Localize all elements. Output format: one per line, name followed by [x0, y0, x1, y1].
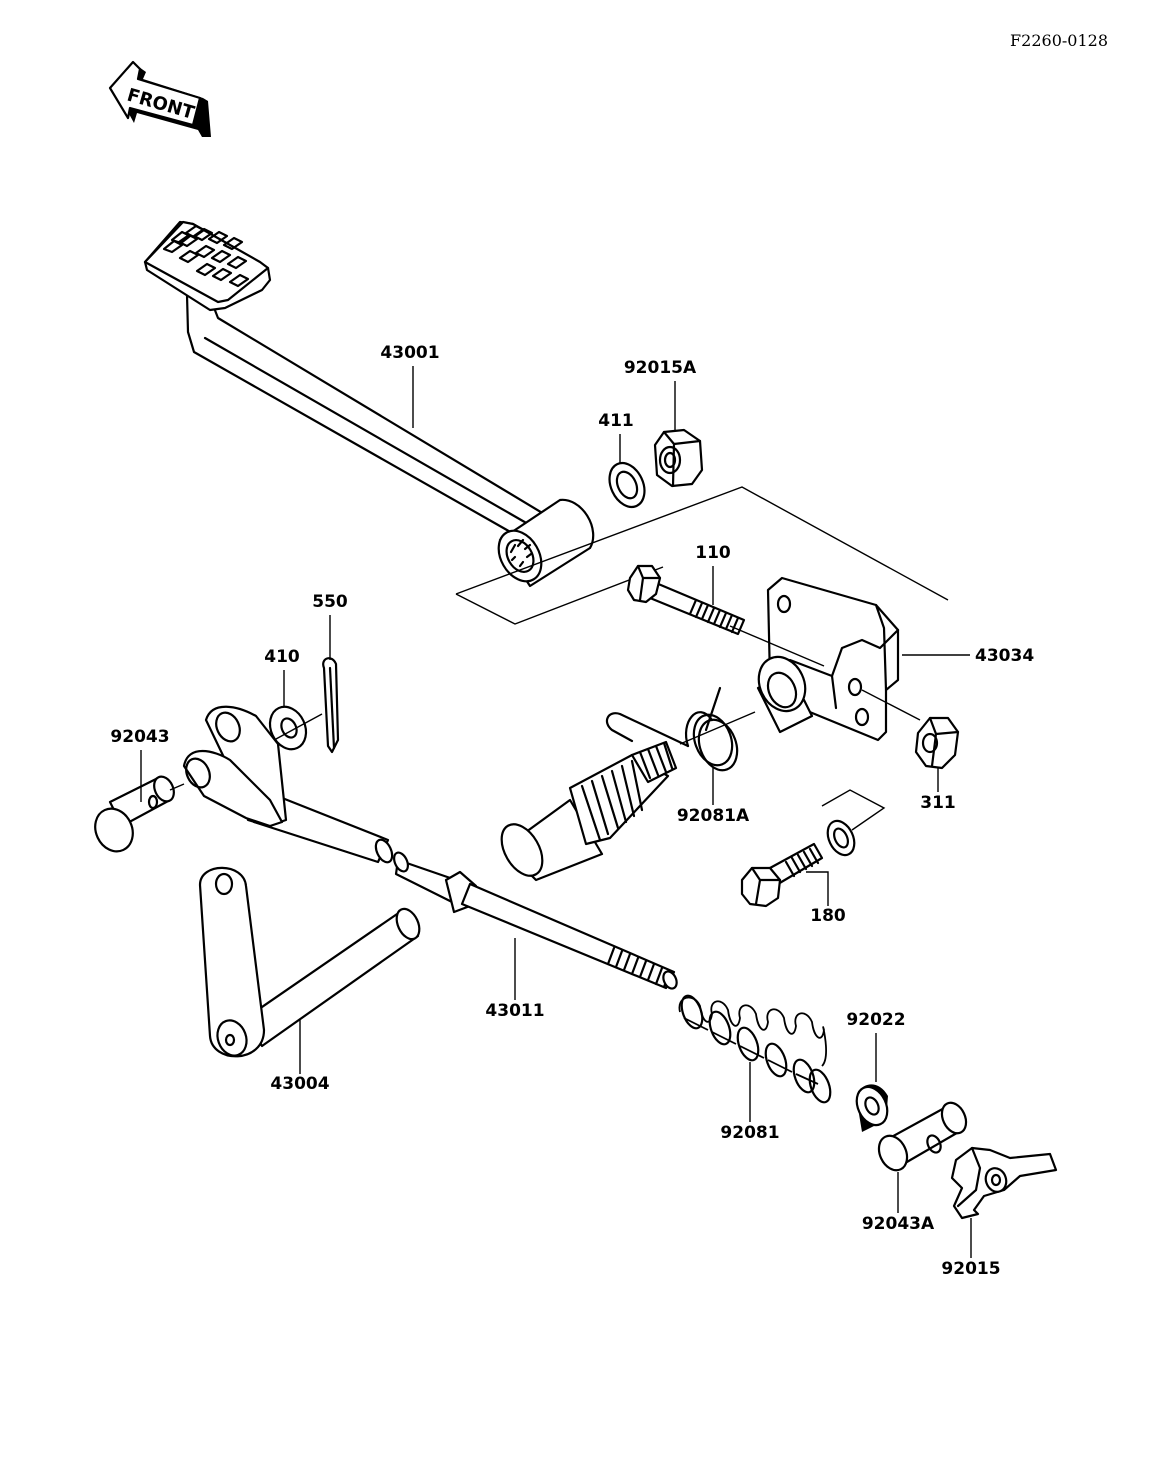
- brake-pedal-43001: [143, 220, 595, 588]
- part-number: 92081A: [677, 806, 750, 826]
- spring-92081: [678, 994, 832, 1104]
- part-label-43004: 43004: [270, 1020, 330, 1094]
- document-id: F2260-0128: [1010, 31, 1108, 50]
- part-label-550: 550: [312, 592, 348, 660]
- part-label-92081: 92081: [720, 1062, 780, 1143]
- part-number: 92022: [846, 1010, 905, 1030]
- bracket-43034: [756, 576, 900, 742]
- part-label-180: 180: [806, 871, 846, 926]
- washer-411: [608, 461, 646, 509]
- part-label-92043: 92043: [110, 727, 170, 802]
- part-label-43001: 43001: [380, 343, 440, 428]
- part-number: 43011: [485, 1001, 544, 1021]
- washer-410: [268, 705, 308, 751]
- part-number: 411: [598, 411, 634, 431]
- part-label-92043A: 92043A: [862, 1172, 935, 1234]
- part-number: 180: [810, 906, 846, 926]
- part-number: 43004: [270, 1074, 329, 1094]
- leader-bracket-311: [861, 689, 921, 721]
- assembly-line-pedal: [455, 486, 949, 601]
- part-number: 110: [695, 543, 731, 563]
- wing-nut-92015: [950, 1146, 1058, 1220]
- part-number: 92043: [110, 727, 169, 747]
- front-arrow-icon: FRONT: [108, 60, 211, 137]
- part-label-411: 411: [598, 411, 634, 464]
- part-label-43011: 43011: [485, 938, 545, 1021]
- part-label-92081A: 92081A: [677, 768, 750, 826]
- part-label-92015A: 92015A: [624, 358, 697, 430]
- assembly-line-pedal-lower: [455, 566, 664, 625]
- part-number: 92015A: [624, 358, 697, 378]
- brake-lever-43004: [198, 866, 421, 1058]
- part-number: 43034: [975, 646, 1034, 666]
- cotter-pin-550: [322, 657, 340, 754]
- part-label-43034: 43034: [902, 646, 1034, 666]
- part-number: 311: [920, 793, 956, 813]
- bolt-110: [626, 564, 746, 636]
- spring-92081A: [605, 686, 739, 772]
- part-number: 92043A: [862, 1214, 935, 1234]
- part-label-92015: 92015: [941, 1218, 1001, 1279]
- nut-311: [914, 716, 960, 770]
- part-number: 410: [264, 647, 300, 667]
- part-label-410: 410: [264, 647, 300, 706]
- bolt-180: [740, 819, 856, 908]
- leader-pin-clevis: [169, 783, 185, 791]
- clevis-pin-92043: [94, 775, 175, 853]
- pivot-shaft: [500, 740, 678, 882]
- clevis-rod-end: [182, 705, 394, 864]
- part-number: 92081: [720, 1123, 779, 1143]
- assembly-line-180: [821, 789, 886, 831]
- part-label-110: 110: [695, 543, 731, 605]
- leader-110-bracket: [729, 625, 825, 667]
- part-number: 550: [312, 592, 348, 612]
- part-number: 43001: [380, 343, 439, 363]
- part-label-92022: 92022: [846, 1010, 906, 1082]
- part-label-311: 311: [920, 768, 956, 813]
- joint-92043A: [877, 1101, 968, 1172]
- part-number: 92015: [941, 1259, 1000, 1279]
- washer-92022: [855, 1084, 889, 1132]
- nut-92015A: [653, 428, 704, 488]
- leader-spring-bracket: [679, 711, 756, 745]
- brake-rod-43011: [393, 851, 678, 990]
